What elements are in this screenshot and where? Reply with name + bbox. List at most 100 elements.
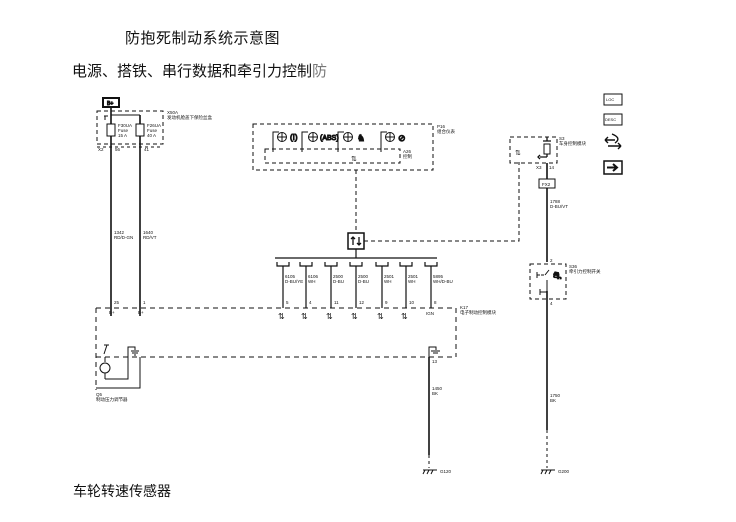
next-icon[interactable] <box>603 160 623 175</box>
bus-wire-color: WH/D-BU <box>433 279 453 284</box>
ground-g120-icon <box>422 469 437 475</box>
bus-wire-circuit: 6106 <box>308 274 319 279</box>
ebcm-id: K17 <box>460 305 469 310</box>
tcs-id: S36 <box>569 264 578 269</box>
pump-id: Q5 <box>96 392 103 397</box>
wire-1788-color: D-BU/VT <box>550 204 568 209</box>
bus-wire-pin: 9 <box>385 300 388 305</box>
bus-wire <box>399 262 413 308</box>
instrument-cluster-outline <box>252 123 434 171</box>
wire-1450-color: BK <box>432 391 438 396</box>
fuse-pin-56: 56 <box>115 147 121 152</box>
pump-name: 制动压力调节器 <box>96 396 128 403</box>
module-id: S3 <box>559 136 565 141</box>
tcs-car-icon: ⛐ <box>553 271 562 282</box>
ebcm-name: 电子制动控制模块 <box>460 309 496 316</box>
bus-wire-drops <box>276 262 438 308</box>
fuse2-id: F26UA <box>147 123 161 128</box>
wire-1750-circuit: 1750 <box>550 393 561 398</box>
fuse-connector: X2 <box>98 147 104 152</box>
abs-lamp-icon: (!) <box>290 133 298 142</box>
next-section-title: 车轮转速传感器 <box>73 484 171 500</box>
cluster-serial-arrows-icon: ⇅ <box>351 156 357 163</box>
module-pin: 14 <box>549 165 555 170</box>
bus-wire-circuit: 5895 <box>433 274 444 279</box>
bus-wire-pin: 11 <box>334 300 339 305</box>
wire-1750-color: BK <box>550 398 556 403</box>
cluster-id: P16 <box>437 124 446 129</box>
section-title: 电源、搭铁、串行数据和牵引力控制防 <box>72 60 327 81</box>
wire-1342-circuit: 1342 <box>114 230 125 235</box>
power-label: B+ <box>107 101 113 107</box>
bus-wire-circuit: 2500 <box>333 274 344 279</box>
tcs-name: 牵引力控制开关 <box>569 268 601 275</box>
wire-1788-circuit: 1788 <box>550 199 561 204</box>
bus-wire-color: D-BU/YE <box>285 279 303 284</box>
fuse2-rating: 40 A <box>147 133 156 138</box>
desc-icon[interactable] <box>603 113 623 126</box>
fuse-f26ua <box>135 123 145 137</box>
wire-1640-circuit: 1640 <box>143 230 154 235</box>
tcs-pin-top: 2 <box>550 258 553 263</box>
fuse1-type: Fuse <box>118 128 129 133</box>
bus-serial-arrows-icon: ⇅ <box>401 312 408 321</box>
serial-data-splice <box>347 232 365 250</box>
fuse1-id: F30UA <box>118 123 132 128</box>
tcs-pin-bottom: 4 <box>550 301 553 306</box>
bus-wire <box>276 262 290 308</box>
pump-motor <box>96 344 141 389</box>
tcs-off-lamp-icon: ⊘ <box>398 133 406 143</box>
warning-lamps <box>272 131 395 152</box>
fuse1-rating: 15 A <box>118 133 127 138</box>
loc-icon-label: LOC <box>606 97 614 102</box>
bus-serial-arrows-icon: ⇅ <box>351 312 358 321</box>
bus-wire-color: WH <box>308 279 316 284</box>
section-title-faded: 防 <box>312 62 328 80</box>
page-title: 防抱死制动系统示意图 <box>125 29 281 47</box>
bus-wire-pin: 4 <box>309 300 312 305</box>
bus-wire <box>349 262 363 308</box>
loc-icon[interactable] <box>603 93 623 106</box>
ground-g200-icon <box>540 469 555 475</box>
fuse-fx2-label: FX2 <box>542 182 551 187</box>
flow-icon[interactable] <box>604 133 622 150</box>
module-name: 车身控制模块 <box>559 140 586 147</box>
wire-1342-color: RD/D-GN <box>114 235 133 240</box>
bus-wire <box>424 262 438 308</box>
ebcm-pin-25: 25 <box>114 300 120 305</box>
bus-wire-pin: 8 <box>434 300 437 305</box>
bus-wire-circuit: 2501 <box>384 274 395 279</box>
bus-wire-pin: 10 <box>409 300 415 305</box>
ground-left-pin: 13 <box>432 359 438 364</box>
bus-serial-arrows-icon: ⇅ <box>278 312 285 321</box>
fuse-block-name: 发动机舱盖下保险丝盒 <box>167 114 212 121</box>
ebcm-pin-25-label: B+ <box>109 310 115 315</box>
ebcm-pin-1: 1 <box>143 300 146 305</box>
bus-wire <box>375 262 389 308</box>
ground-g120-label: G120 <box>440 469 452 474</box>
module-connector: X3 <box>536 165 542 170</box>
traction-lamp-icon: ♞ <box>357 133 365 143</box>
bus-wire-circuit: 2500 <box>358 274 369 279</box>
wire-1450-circuit: 1450 <box>432 386 443 391</box>
cluster-sub-name: 控制 <box>403 153 412 160</box>
bus-wire-color: D-BU <box>358 279 369 284</box>
bus-wire-pin: 12 <box>359 300 365 305</box>
desc-icon-label: DESC <box>605 117 616 122</box>
ebcm-pin-1-label: B+ <box>138 310 144 315</box>
cluster-sub-id: A26 <box>403 149 412 154</box>
fuse-f30ua <box>106 123 116 137</box>
wire-1640-color: RD/VT <box>143 235 157 240</box>
ebcm-outline <box>95 307 457 390</box>
brake-module-outline <box>509 136 558 164</box>
tcs-switch-outline <box>529 263 567 300</box>
bus-wire <box>324 262 338 308</box>
fuse-pin-41: 41 <box>144 147 150 152</box>
bus-wire-color: D-BU <box>333 279 344 284</box>
bus-wire-circuit: 6105 <box>285 274 296 279</box>
abs-text-lamp-icon: (ABS) <box>320 135 339 142</box>
fuse2-type: Fuse <box>147 128 158 133</box>
bus-wire-circuit: 2501 <box>408 274 419 279</box>
section-title-main: 电源、搭铁、串行数据和牵引力控制 <box>72 62 313 80</box>
